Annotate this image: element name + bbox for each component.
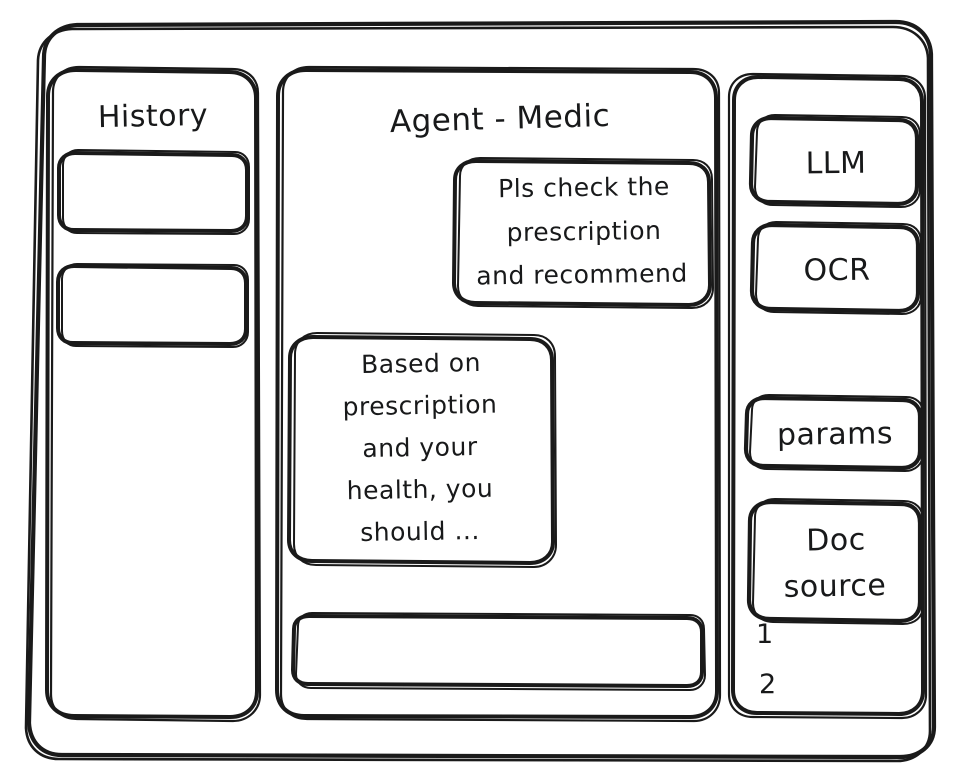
agent-message-line-5: should ...	[359, 515, 481, 548]
agent-message-line-3: and your	[362, 431, 478, 464]
params-chip-label: params	[776, 416, 894, 453]
tool-chip-llm-label: LLM	[805, 145, 867, 182]
user-message-line-3: and recommend	[476, 258, 688, 291]
user-message-line-2: prescription	[506, 215, 662, 248]
history-panel-title: History	[97, 97, 209, 136]
user-message-line-1: Pls check the	[497, 171, 671, 204]
message-composer-input[interactable]	[293, 613, 705, 689]
agent-message-line-4: health, you	[346, 473, 494, 506]
history-item-2[interactable]	[58, 264, 250, 348]
agent-message-line-2: prescription	[342, 389, 498, 422]
doc-source-item-1[interactable]: 1	[756, 619, 774, 650]
tool-chip-ocr-label: OCR	[803, 252, 871, 289]
doc-source-chip-label-line-2: source	[783, 568, 887, 605]
agent-message-line-1: Based on	[360, 347, 482, 380]
doc-source-item-2[interactable]: 2	[759, 669, 777, 700]
doc-source-chip-label-line-1: Doc	[805, 522, 867, 559]
history-item-1[interactable]	[58, 150, 250, 234]
main-panel-title: Agent - Medic	[389, 97, 611, 141]
